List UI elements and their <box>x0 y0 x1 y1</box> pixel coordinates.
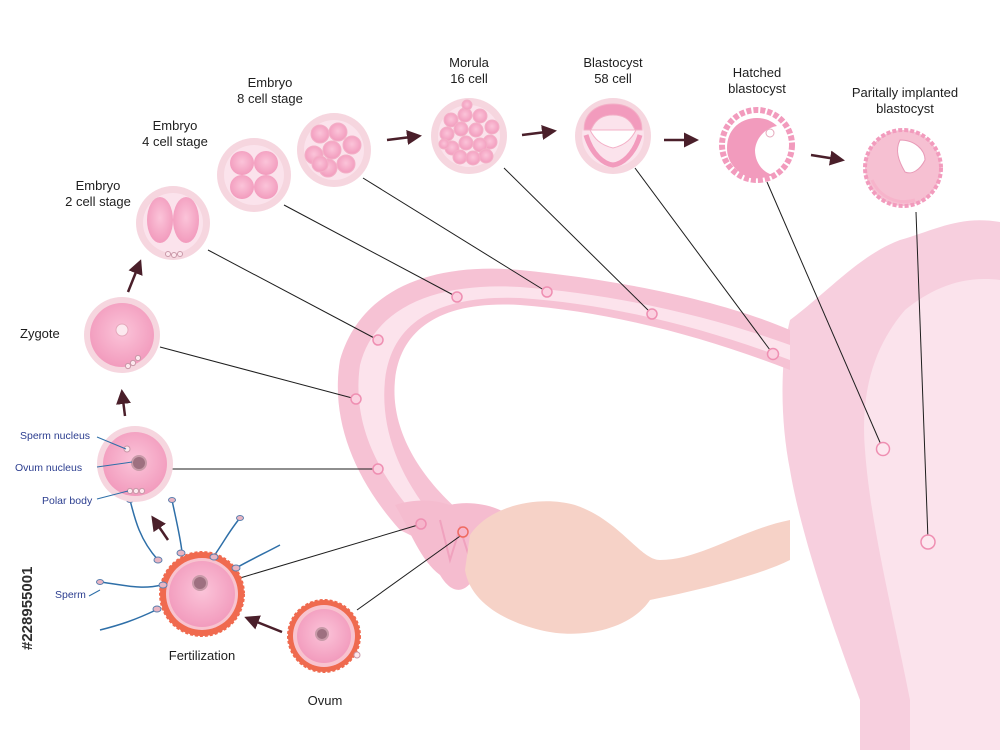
pronuclei-cell <box>97 426 173 502</box>
hatched-blastocyst-cell <box>719 107 795 183</box>
tube-cells <box>350 286 936 550</box>
tube-cell-zygote <box>350 393 362 405</box>
tube-cell-2cell <box>372 334 384 346</box>
morula-cell <box>431 98 507 174</box>
label-ovum: Ovum <box>307 693 343 708</box>
blastocyst-cell <box>575 98 651 174</box>
arrow-zygote-to-2cell <box>126 259 143 293</box>
tube-cell-8cell <box>541 286 553 298</box>
tube-cell-fertilization <box>415 518 427 530</box>
callout-ovum-nucleus: Ovum nucleus <box>15 462 83 474</box>
callout-lines <box>88 436 133 597</box>
arrow-8cell-to-morula <box>386 130 422 145</box>
sperm-group <box>99 499 281 631</box>
ovary <box>465 501 790 634</box>
arrow-morula-to-blastocyst <box>521 125 557 140</box>
watermark-text: #228955001 <box>19 567 36 650</box>
tube-cell-ovum <box>457 526 469 538</box>
embryo-2cell <box>136 186 210 260</box>
fertilization-cell <box>96 497 281 637</box>
embryo-8cell <box>297 113 371 187</box>
ovum-cell <box>287 599 361 673</box>
callout-sperm: Sperm <box>55 589 86 601</box>
label-zygote: Zygote <box>20 326 60 341</box>
partially-implanted-blastocyst-cell <box>863 128 943 208</box>
callout-sperm-nucleus: Sperm nucleus <box>20 430 91 442</box>
arrow-fertilized-to-zygote <box>116 389 131 417</box>
tube-cell-morula <box>646 308 658 320</box>
leader-lines <box>159 167 929 611</box>
tube-cell-implanted <box>920 534 936 550</box>
flow-arrows <box>116 125 845 634</box>
tube-cell-blastocyst <box>766 347 780 361</box>
tube-cell-hatched <box>875 441 891 457</box>
callout-polar-body: Polar body <box>42 495 93 507</box>
arrow-ovum-to-fertilization <box>244 615 283 634</box>
arrow-fertilization-to-fertilized <box>151 515 170 541</box>
uterus <box>782 220 1000 750</box>
embryo-4cell <box>217 138 291 212</box>
arrow-hatched-to-implanted <box>810 150 845 166</box>
tube-cell-4cell <box>451 291 463 303</box>
label-fertilization: Fertilization <box>168 648 236 663</box>
zygote-cell <box>84 297 160 373</box>
tube-cell-fertilized <box>372 463 384 475</box>
